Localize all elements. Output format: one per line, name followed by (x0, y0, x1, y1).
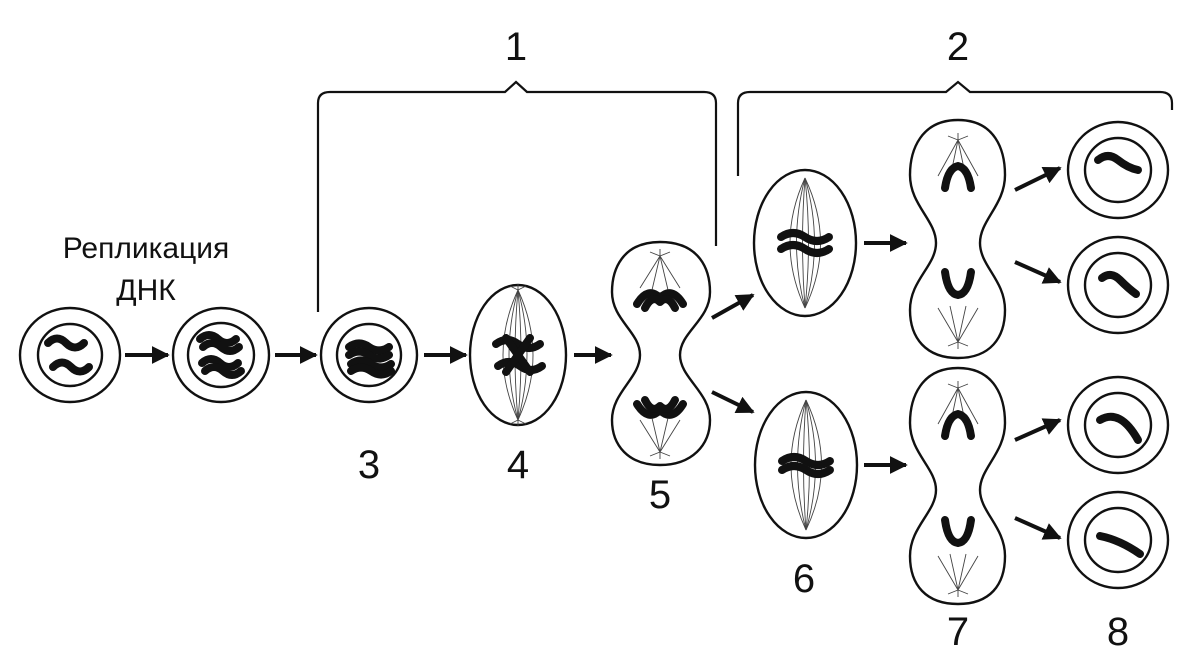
stage-label-6: 6 (793, 557, 815, 601)
arrow-11 (1014, 418, 1062, 442)
arrow-5 (711, 293, 755, 320)
cell-stage-4 (468, 283, 568, 427)
stage-label-7: 7 (947, 610, 969, 654)
cell-replicated (171, 306, 271, 404)
cell-stage-8-d (1066, 490, 1170, 590)
cell-stage-8-c (1066, 375, 1170, 475)
arrow-10 (1014, 260, 1062, 284)
arrow-9 (1014, 166, 1062, 192)
bracket-1 (316, 80, 718, 312)
bracket-2 (736, 80, 1174, 176)
caption-line-1: Репликация (63, 232, 230, 265)
stage-label-4: 4 (507, 443, 529, 487)
stage-label-3: 3 (358, 443, 380, 487)
flow-arrows (125, 166, 1062, 540)
cell-stage-7-bottom (908, 366, 1007, 606)
cell-stage-7-top (908, 118, 1007, 360)
arrow-12 (1014, 516, 1062, 540)
cell-stage-8-b (1066, 235, 1170, 335)
arrow-6 (711, 390, 755, 414)
stage-label-5: 5 (649, 473, 671, 517)
stage-label-8: 8 (1107, 610, 1129, 654)
cell-stage-6-top (752, 168, 858, 318)
cell-stage-8-a (1066, 120, 1170, 220)
cell-interphase (18, 306, 122, 404)
bracket-1-label: 1 (505, 25, 527, 69)
cell-stage-5 (610, 240, 712, 467)
cell-stage-3 (319, 306, 419, 404)
cell-stage-6-bottom (753, 390, 859, 540)
bracket-2-label: 2 (947, 25, 969, 69)
caption-line-2: ДНК (116, 274, 176, 307)
